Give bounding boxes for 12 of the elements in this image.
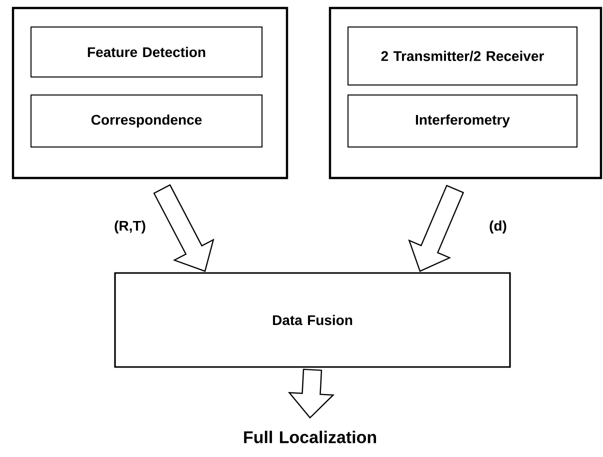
result-text: Full Localization	[244, 430, 376, 444]
process-box: Correspondence	[30, 94, 262, 148]
outer-box	[12, 6, 288, 180]
edge-label: (d)	[488, 219, 508, 235]
process-box: Data Fusion	[114, 272, 511, 368]
process-box: Feature Detection	[30, 26, 262, 78]
process-box: Interferometry	[348, 94, 578, 148]
block-arrow	[153, 184, 214, 272]
outer-box	[328, 6, 602, 180]
edge-label: (R,T)	[113, 219, 147, 235]
block-arrow	[288, 368, 335, 419]
process-box: 2 Transmitter/2 Receiver	[348, 26, 578, 86]
